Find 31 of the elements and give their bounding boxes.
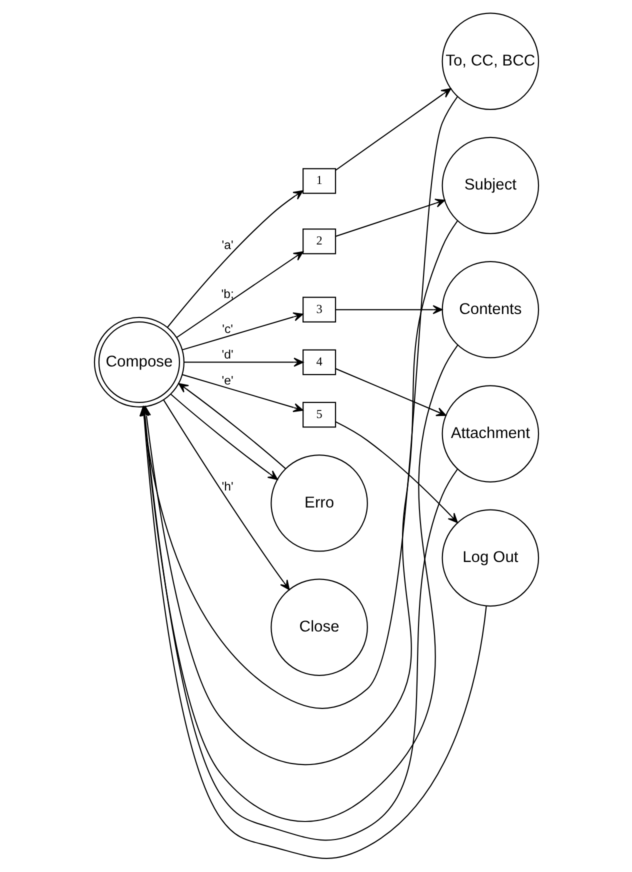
node-box: 5 <box>302 402 336 428</box>
edge-label: 'c' <box>222 322 233 336</box>
edge-label: 'e' <box>221 373 233 388</box>
arrow <box>170 394 278 480</box>
node-circle: Erro <box>270 454 368 552</box>
node-circle: Compose <box>93 316 184 408</box>
arrow <box>162 400 290 590</box>
edge-label: 'h' <box>221 480 233 494</box>
arrow <box>182 374 303 412</box>
node-circle: Log Out <box>441 509 539 607</box>
arrow <box>335 421 458 524</box>
arrow <box>334 368 446 416</box>
arrow <box>184 358 304 367</box>
node-box: 3 <box>302 296 336 322</box>
arrow <box>335 305 442 314</box>
node-circle: Subject <box>441 136 539 234</box>
arrow <box>176 251 304 338</box>
arrow <box>182 312 303 350</box>
node-circle: Attachment <box>441 385 539 482</box>
edge-label: 'b; <box>220 287 234 302</box>
node-circle: To, CC, BCC <box>441 12 539 110</box>
arrow <box>334 88 451 171</box>
edge-label: 'a' <box>221 238 233 252</box>
edge-label: 'd' <box>221 348 233 362</box>
node-box: 4 <box>302 349 336 376</box>
arrow <box>178 383 286 470</box>
node-circle: Contents <box>441 260 539 358</box>
node-box: 1 <box>302 168 336 194</box>
arrow <box>335 198 445 237</box>
node-box: 2 <box>302 228 336 254</box>
arrow <box>166 190 303 328</box>
